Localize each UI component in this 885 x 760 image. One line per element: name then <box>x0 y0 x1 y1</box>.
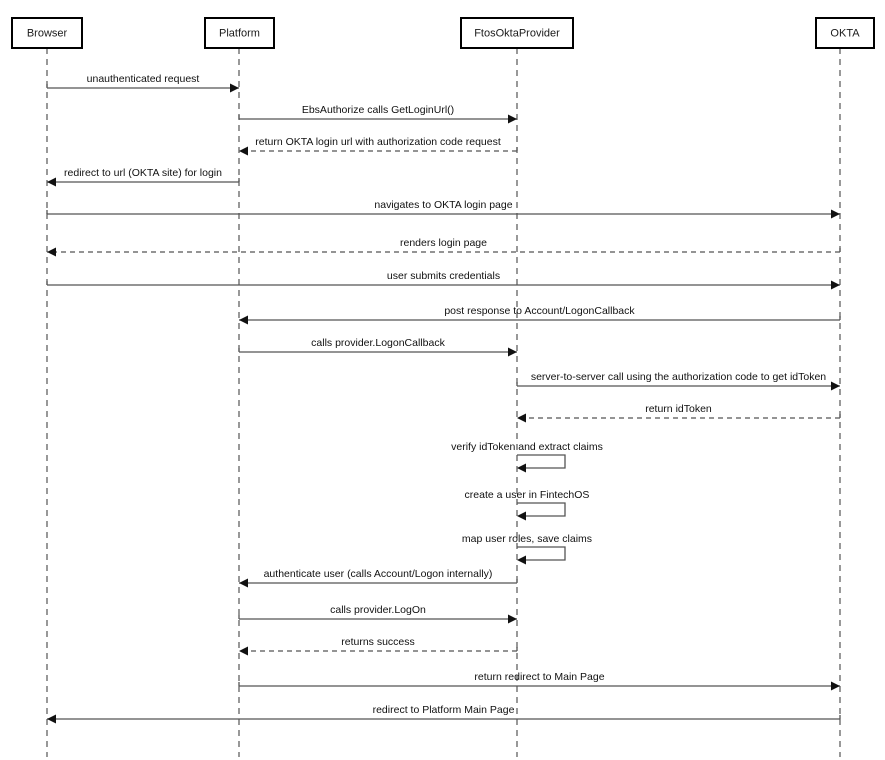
actor-box-browser[interactable]: Browser <box>11 17 83 49</box>
self-message-14[interactable]: map user roles, save claims <box>462 533 592 565</box>
lifelines-layer <box>46 48 841 757</box>
arrow-head <box>831 681 840 691</box>
arrow-head <box>239 315 248 325</box>
message-label: post response to Account/LogonCallback <box>444 305 635 317</box>
actor-box-okta[interactable]: OKTA <box>815 17 875 49</box>
arrow-head <box>831 381 840 391</box>
message-4[interactable]: redirect to url (OKTA site) for login <box>47 167 240 187</box>
message-label: calls provider.LogOn <box>330 604 426 616</box>
self-message-loop <box>517 546 566 561</box>
message-17[interactable]: returns success <box>239 636 518 656</box>
arrow-head <box>508 347 517 357</box>
message-label: returns success <box>341 636 415 648</box>
message-9[interactable]: calls provider.LogonCallback <box>238 337 517 357</box>
self-message-loop <box>517 454 566 469</box>
self-message-label: map user roles, save claims <box>462 533 592 545</box>
actor-box-platform[interactable]: Platform <box>204 17 275 49</box>
arrow-head <box>508 114 517 124</box>
arrow-head <box>517 511 526 521</box>
message-label: user submits credentials <box>387 270 500 282</box>
message-3[interactable]: return OKTA login url with authorization… <box>239 136 518 156</box>
arrow-head <box>517 463 526 473</box>
arrow-head <box>508 614 517 624</box>
message-1[interactable]: unauthenticated request <box>46 73 239 93</box>
message-2[interactable]: EbsAuthorize calls GetLoginUrl() <box>238 104 517 124</box>
actor-label-browser: Browser <box>27 27 68 39</box>
message-label: renders login page <box>400 237 487 249</box>
message-label: return idToken <box>645 403 712 415</box>
message-16[interactable]: calls provider.LogOn <box>238 604 517 624</box>
message-label: redirect to Platform Main Page <box>373 704 515 716</box>
message-8[interactable]: post response to Account/LogonCallback <box>239 305 841 325</box>
arrow-head <box>831 280 840 290</box>
message-label: redirect to url (OKTA site) for login <box>64 167 222 179</box>
actor-label-provider: FtosOktaProvider <box>474 27 560 39</box>
message-5[interactable]: navigates to OKTA login page <box>46 199 840 219</box>
arrow-head <box>47 177 56 187</box>
message-label: calls provider.LogonCallback <box>311 337 445 349</box>
arrow-head <box>47 247 56 257</box>
message-label: EbsAuthorize calls GetLoginUrl() <box>302 104 454 116</box>
message-11[interactable]: return idToken <box>517 403 841 423</box>
self-message-13[interactable]: create a user in FintechOS <box>465 489 590 521</box>
self-message-label: create a user in FintechOS <box>465 489 590 501</box>
arrow-head <box>239 146 248 156</box>
message-label: return OKTA login url with authorization… <box>255 136 501 148</box>
message-label: server-to-server call using the authoriz… <box>531 371 826 383</box>
arrow-head <box>831 209 840 219</box>
arrow-head <box>47 714 56 724</box>
arrow-head <box>239 646 248 656</box>
message-label: unauthenticated request <box>87 73 200 85</box>
message-label: authenticate user (calls Account/Logon i… <box>264 568 493 580</box>
message-6[interactable]: renders login page <box>47 237 841 257</box>
actor-label-platform: Platform <box>219 27 260 39</box>
message-label: return redirect to Main Page <box>474 671 604 683</box>
message-label: navigates to OKTA login page <box>374 199 512 211</box>
arrow-head <box>239 578 248 588</box>
actor-label-okta: OKTA <box>830 27 860 39</box>
message-7[interactable]: user submits credentials <box>46 270 840 290</box>
message-19[interactable]: redirect to Platform Main Page <box>47 704 841 724</box>
self-message-loop <box>517 502 566 517</box>
arrow-head <box>230 83 239 93</box>
message-10[interactable]: server-to-server call using the authoriz… <box>516 371 840 391</box>
message-15[interactable]: authenticate user (calls Account/Logon i… <box>239 568 518 588</box>
actor-box-provider[interactable]: FtosOktaProvider <box>460 17 574 49</box>
actors-layer: Browser Platform FtosOktaProvider OKTA <box>11 17 875 49</box>
arrow-head <box>517 413 526 423</box>
self-message-label: verify idToken and extract claims <box>451 441 603 453</box>
self-message-12[interactable]: verify idToken and extract claims <box>451 441 603 473</box>
message-18[interactable]: return redirect to Main Page <box>238 671 840 691</box>
arrow-head <box>517 555 526 565</box>
